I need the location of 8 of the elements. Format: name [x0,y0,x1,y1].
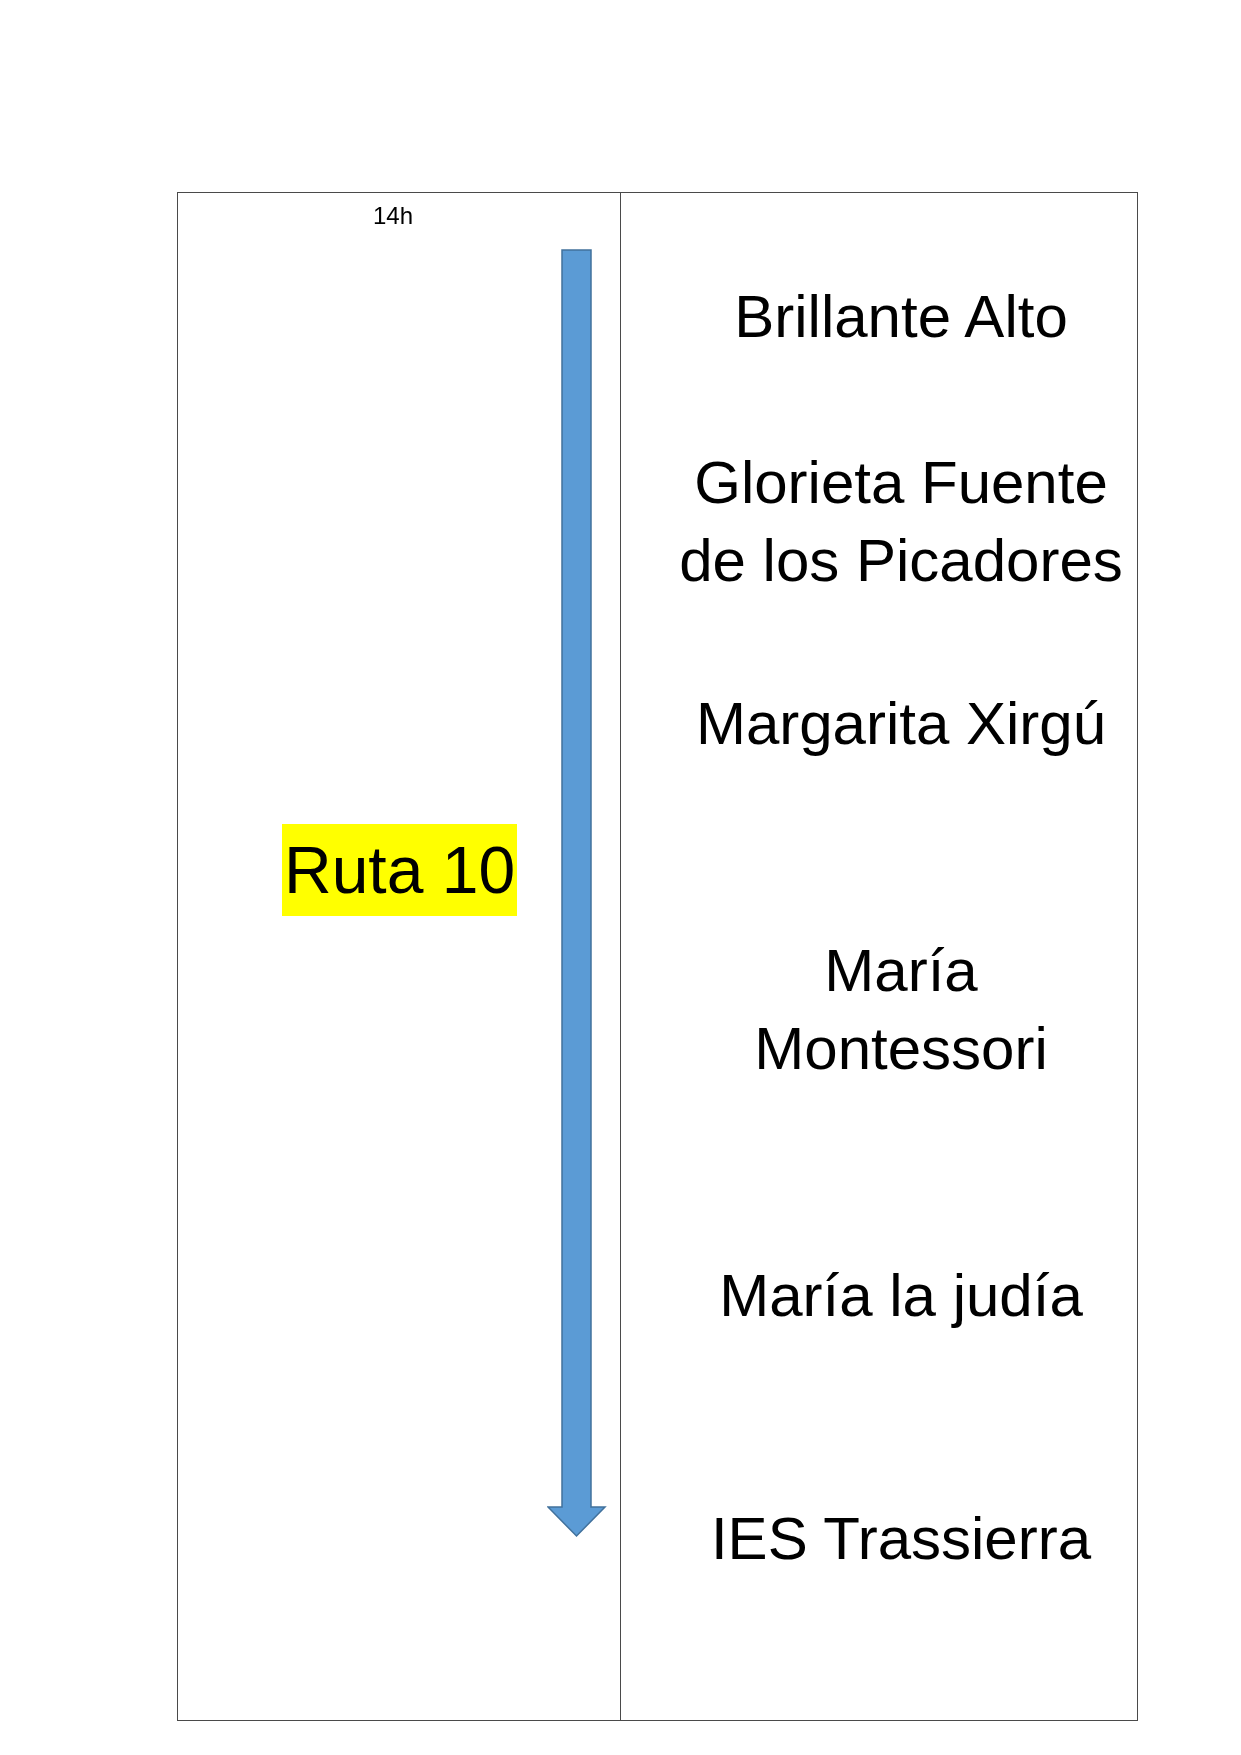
stop-name: María Montessori [753,936,1049,1084]
stop-name: IES Trassierra [709,1504,1093,1574]
stop-name: Glorieta Fuente de los Picadores [678,448,1124,596]
stop-name: Brillante Alto [733,282,1069,352]
stop-name: Margarita Xirgú [694,689,1108,759]
route-label: Ruta 10 [282,824,518,916]
stop-name: María la judía [718,1261,1084,1331]
time-label: 14h [371,201,414,231]
